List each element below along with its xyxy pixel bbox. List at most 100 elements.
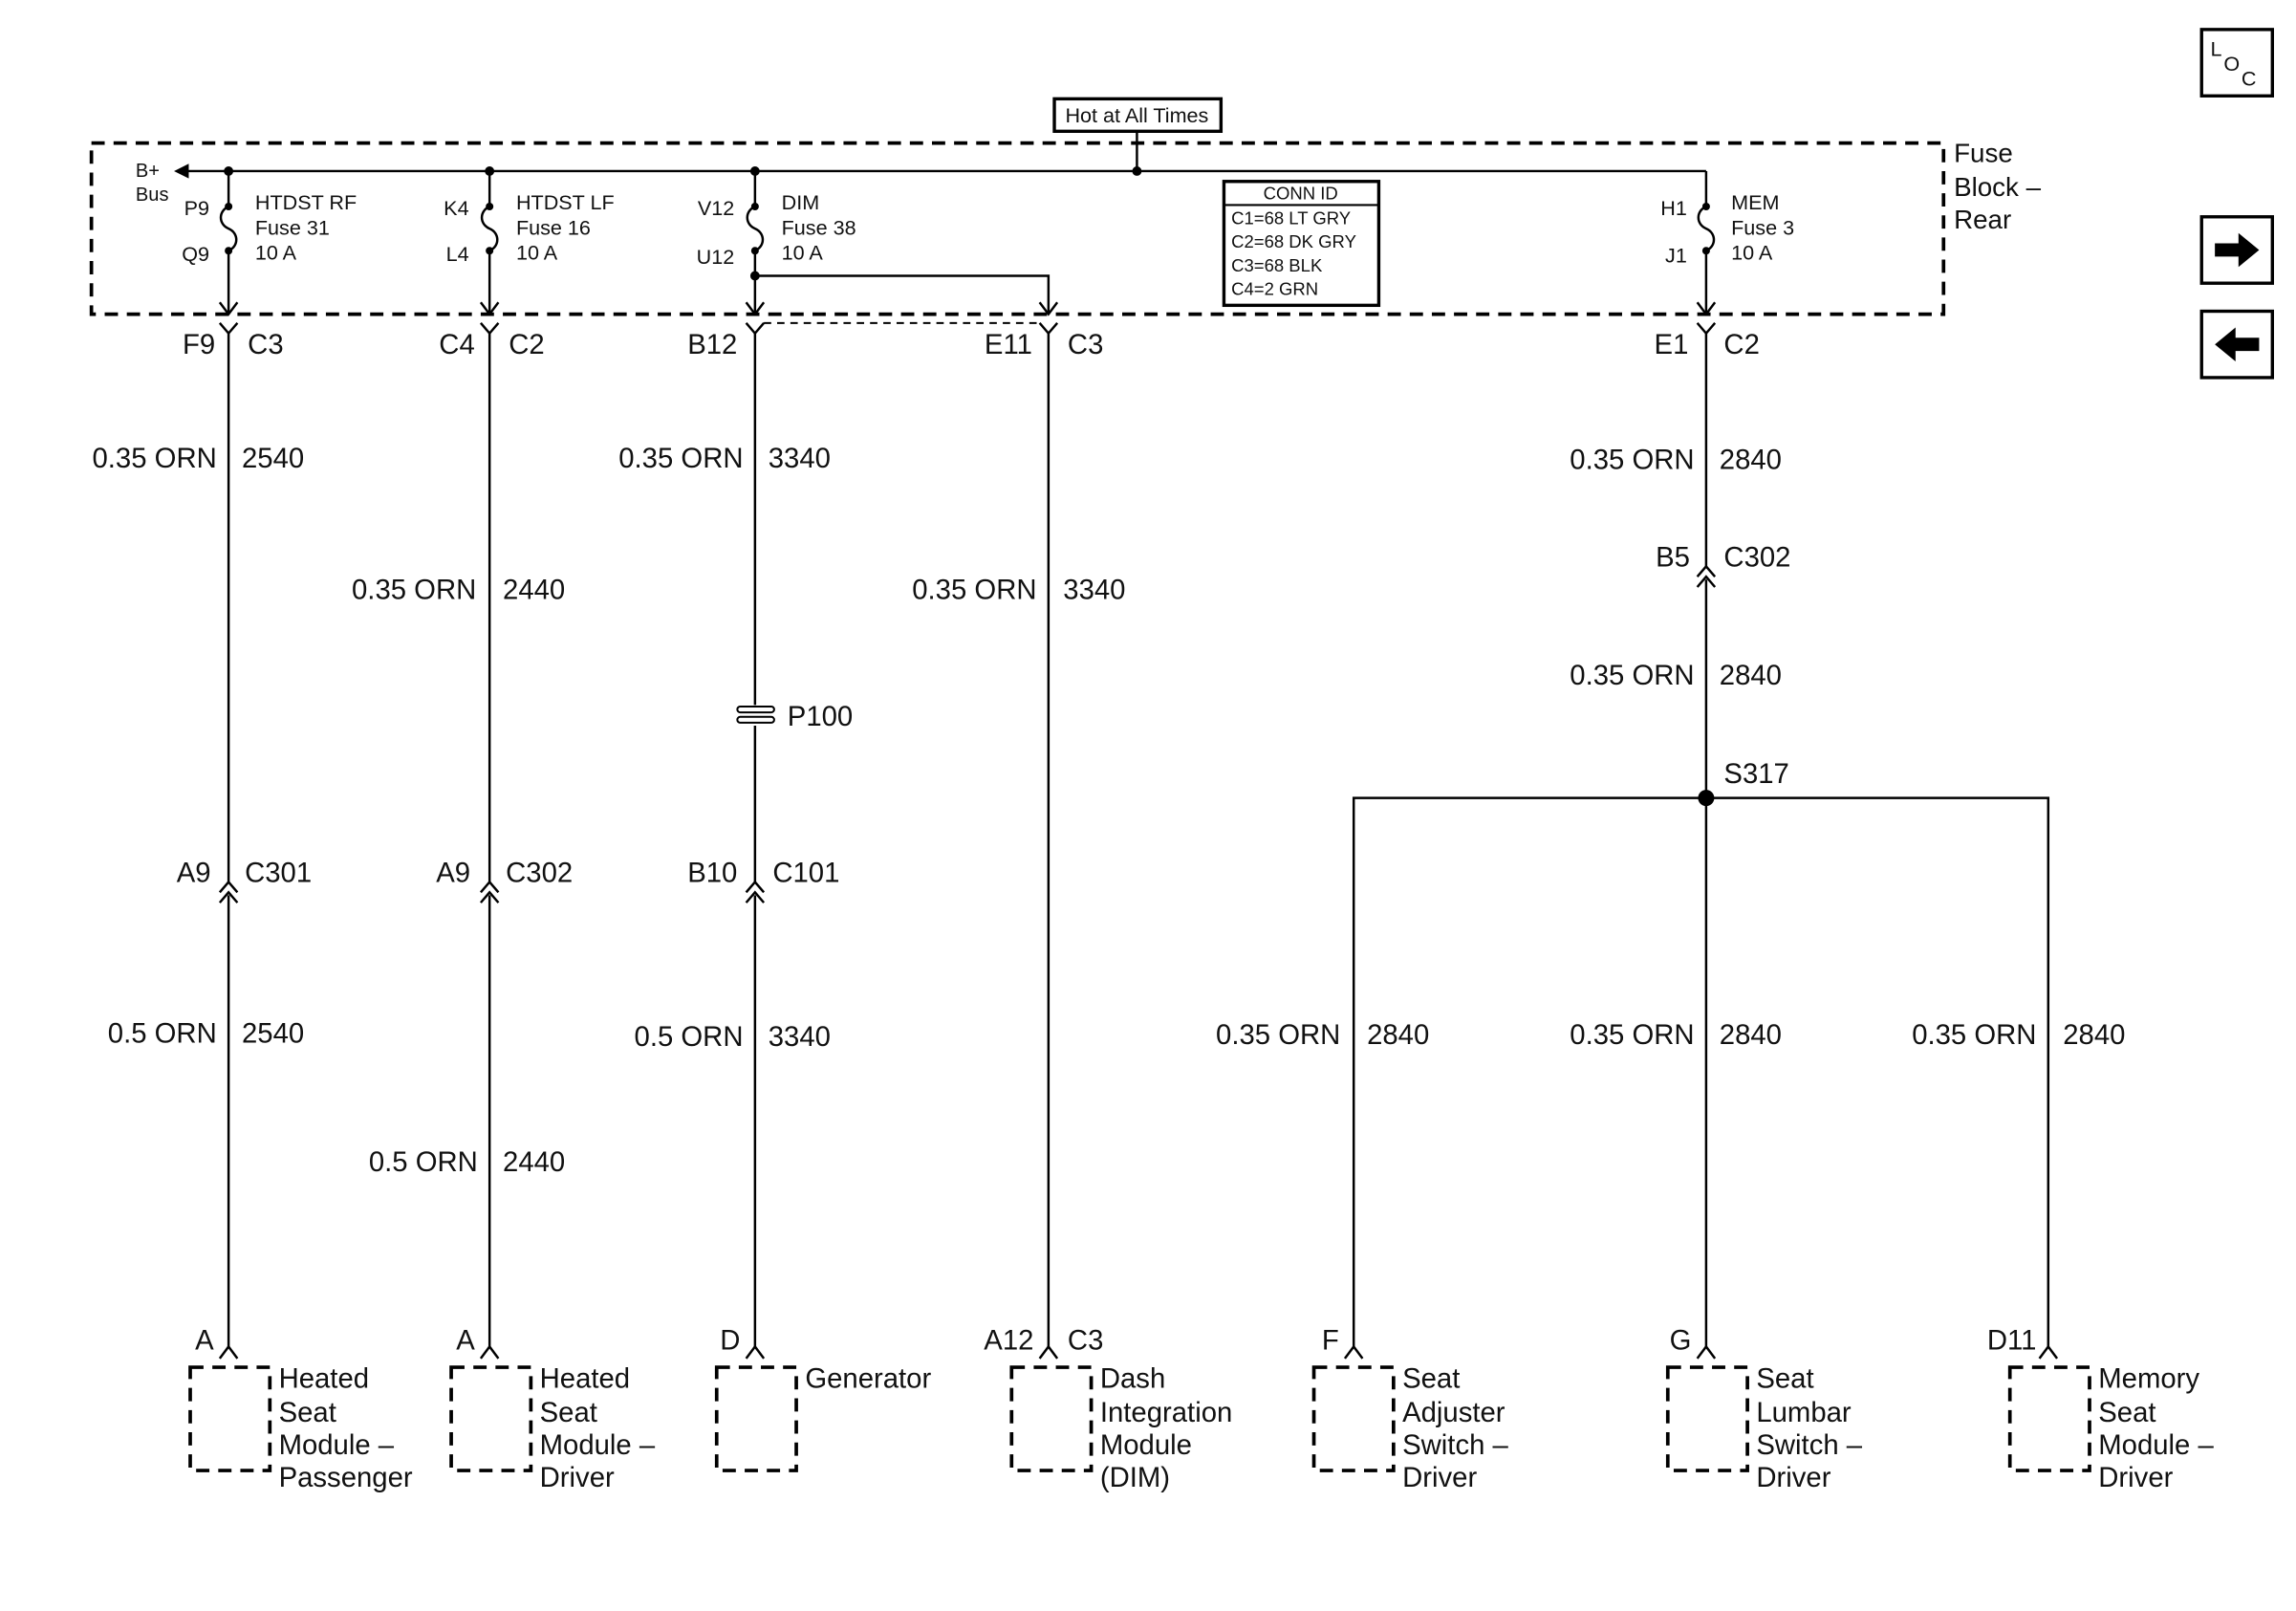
svg-text:2440: 2440 bbox=[503, 1146, 565, 1178]
wire-label: 0.35 ORN 2840 bbox=[1570, 1019, 1782, 1051]
svg-text:3340: 3340 bbox=[769, 1021, 831, 1053]
component-pin: D bbox=[720, 1325, 740, 1357]
svg-text:3340: 3340 bbox=[769, 443, 831, 474]
wire-label: 0.35 ORN 2840 bbox=[1912, 1019, 2125, 1051]
inline-conn-a9-c302: A9 bbox=[436, 858, 470, 889]
wire-label: 0.35 ORN 2840 bbox=[1216, 1019, 1429, 1051]
fuse-block-outline bbox=[89, 141, 1946, 316]
svg-text:O: O bbox=[2223, 52, 2240, 76]
wire-label: 0.5 ORN 3340 bbox=[635, 1021, 831, 1053]
conn-c3-e11: C3 bbox=[1068, 329, 1103, 360]
splice-s317: S317 bbox=[1723, 758, 1788, 790]
svg-text:0.35 ORN: 0.35 ORN bbox=[352, 574, 476, 605]
conn-c3-f9: C3 bbox=[248, 329, 283, 360]
svg-text:2840: 2840 bbox=[1720, 660, 1782, 691]
svg-text:0.35 ORN: 0.35 ORN bbox=[618, 443, 743, 474]
svg-text:C1=68 LT GRY C2=68 DK GR: C1=68 LT GRY C2=68 DK GRY C3=68 BLK C4=2… bbox=[1231, 207, 1361, 298]
inline-conn-b5: B5 bbox=[1656, 541, 1690, 573]
component-pin: A bbox=[456, 1325, 475, 1357]
bplus-label: B+ Bus bbox=[136, 161, 169, 206]
inline-conn-c302: C302 bbox=[506, 858, 573, 889]
conn-c2-c4: C2 bbox=[509, 329, 544, 360]
conn-e1: E1 bbox=[1655, 329, 1689, 360]
passthrough-p100: P100 bbox=[736, 701, 853, 732]
svg-text:2840: 2840 bbox=[1720, 445, 1782, 476]
component-seat-lumbar-switch-driver: Seat Lumbar Switch – Driver bbox=[1756, 1363, 1870, 1493]
svg-text:L: L bbox=[2211, 37, 2222, 61]
component-pin: G bbox=[1670, 1325, 1692, 1357]
component-conn: C3 bbox=[1068, 1325, 1103, 1357]
inline-conn-c302-b5: C302 bbox=[1723, 541, 1790, 573]
svg-text:Q9: Q9 bbox=[182, 242, 209, 266]
svg-text:2840: 2840 bbox=[2063, 1019, 2125, 1051]
wire-label: 0.35 ORN 2440 bbox=[352, 574, 565, 605]
svg-text:←: ← bbox=[2237, 352, 2239, 354]
conn-c2-e1: C2 bbox=[1723, 329, 1759, 360]
svg-text:2840: 2840 bbox=[1367, 1019, 1429, 1051]
svg-text:2540: 2540 bbox=[242, 443, 304, 474]
svg-text:2540: 2540 bbox=[242, 1018, 304, 1050]
back-arrow-button[interactable]: ← bbox=[2199, 309, 2274, 380]
fuse-block-label: Fuse Block – Rear bbox=[1954, 139, 2048, 234]
inline-conn-a9-c301: A9 bbox=[177, 858, 211, 889]
component-pin: F bbox=[1322, 1325, 1339, 1357]
forward-arrow-button[interactable]: → bbox=[2199, 215, 2274, 285]
wire-label: 0.35 ORN 3340 bbox=[912, 574, 1125, 605]
conn-f9: F9 bbox=[183, 329, 215, 360]
loc-icon[interactable]: L O C bbox=[2199, 28, 2274, 98]
svg-text:P100: P100 bbox=[788, 701, 853, 732]
component-generator: Generator bbox=[805, 1363, 931, 1395]
splice-s317-dot bbox=[1698, 790, 1715, 807]
conn-b12: B12 bbox=[687, 329, 737, 360]
component-pin: D11 bbox=[1987, 1325, 2037, 1357]
wire-label: 0.35 ORN 2840 bbox=[1570, 445, 1782, 476]
svg-text:0.35 ORN: 0.35 ORN bbox=[93, 443, 217, 474]
svg-text:2440: 2440 bbox=[503, 574, 565, 605]
svg-text:0.5 ORN: 0.5 ORN bbox=[369, 1146, 478, 1178]
svg-text:2840: 2840 bbox=[1720, 1019, 1782, 1051]
inline-conn-b10: B10 bbox=[687, 858, 737, 889]
svg-text:CONN ID: CONN ID bbox=[1264, 183, 1338, 203]
svg-text:3340: 3340 bbox=[1063, 574, 1125, 605]
component-dash-integration-module: Dash Integration Module (DIM) bbox=[1100, 1363, 1241, 1493]
arrow-left-icon bbox=[2215, 327, 2260, 361]
svg-text:U12: U12 bbox=[697, 245, 735, 269]
svg-text:0.35 ORN: 0.35 ORN bbox=[1570, 1019, 1694, 1051]
svg-text:C: C bbox=[2242, 66, 2257, 90]
component-heated-seat-module-driver: Heated Seat Module – Driver bbox=[540, 1363, 663, 1493]
svg-text:K4: K4 bbox=[444, 196, 468, 220]
component-pin: A12 bbox=[984, 1325, 1033, 1357]
svg-text:P9: P9 bbox=[184, 196, 209, 220]
svg-text:0.35 ORN: 0.35 ORN bbox=[1570, 660, 1694, 691]
component-seat-adjuster-switch-driver: Seat Adjuster Switch – Driver bbox=[1402, 1363, 1516, 1493]
svg-text:V12: V12 bbox=[698, 196, 734, 220]
inline-conn-c101: C101 bbox=[772, 858, 839, 889]
svg-text:J1: J1 bbox=[1665, 244, 1687, 268]
conn-c4: C4 bbox=[439, 329, 474, 360]
inline-conn-c301: C301 bbox=[245, 858, 312, 889]
svg-text:0.35 ORN: 0.35 ORN bbox=[1216, 1019, 1340, 1051]
component-heated-seat-module-passenger: Heated Seat Module – Passenger bbox=[279, 1363, 413, 1493]
wire-label: 0.5 ORN 2440 bbox=[369, 1146, 565, 1178]
arrow-right-icon bbox=[2215, 232, 2260, 268]
wire-label: 0.35 ORN 2540 bbox=[93, 443, 305, 474]
bplus-arrow bbox=[174, 163, 189, 179]
conn-e11: E11 bbox=[985, 329, 1032, 360]
svg-text:0.35 ORN: 0.35 ORN bbox=[1912, 1019, 2036, 1051]
svg-text:L4: L4 bbox=[446, 242, 469, 266]
conn-id-table: CONN ID C1=68 LT GRY C2=68 DK GRY C3=68 … bbox=[1222, 180, 1381, 308]
svg-text:0.35 ORN: 0.35 ORN bbox=[912, 574, 1036, 605]
hot-at-all-times-label: Hot at All Times bbox=[1065, 103, 1208, 127]
component-pin: A bbox=[195, 1325, 214, 1357]
svg-text:0.5 ORN: 0.5 ORN bbox=[635, 1021, 744, 1053]
svg-text:0.35 ORN: 0.35 ORN bbox=[1570, 445, 1694, 476]
